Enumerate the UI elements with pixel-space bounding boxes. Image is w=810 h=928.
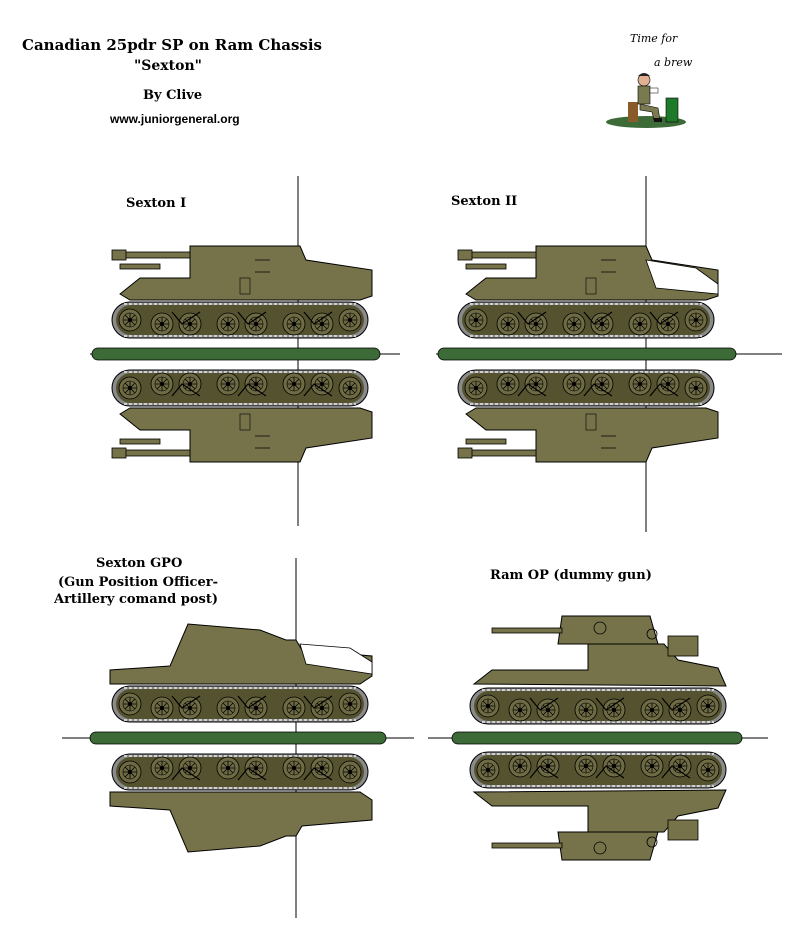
vehicle-label-sexton-gpo-desc-2: Artillery comand post) [54, 592, 219, 607]
sexton-2-model [436, 176, 782, 532]
website-link[interactable]: www.juniorgeneral.org [110, 112, 240, 126]
soldier-mascot-image: Time for a brew [600, 30, 696, 130]
mascot-caption-1: Time for [630, 32, 678, 45]
soldier-icon [606, 73, 686, 128]
vehicle-label-ram-op: Ram OP (dummy gun) [490, 568, 652, 583]
vehicle-label-sexton-2: Sexton II [451, 194, 518, 209]
sexton-1-model [90, 176, 400, 526]
ram-op-model [428, 615, 768, 861]
vehicle-label-sexton-gpo: Sexton GPO [96, 556, 183, 571]
vehicle-label-sexton-gpo-desc-1: (Gun Position Officer- [58, 575, 218, 590]
author-byline: By Clive [143, 88, 203, 103]
sexton-gpo-model [62, 558, 414, 918]
page-subtitle: "Sexton" [134, 58, 202, 74]
mascot-caption-2: a brew [654, 56, 693, 69]
vehicle-label-sexton-1: Sexton I [126, 196, 187, 211]
page-title: Canadian 25pdr SP on Ram Chassis [22, 36, 322, 54]
